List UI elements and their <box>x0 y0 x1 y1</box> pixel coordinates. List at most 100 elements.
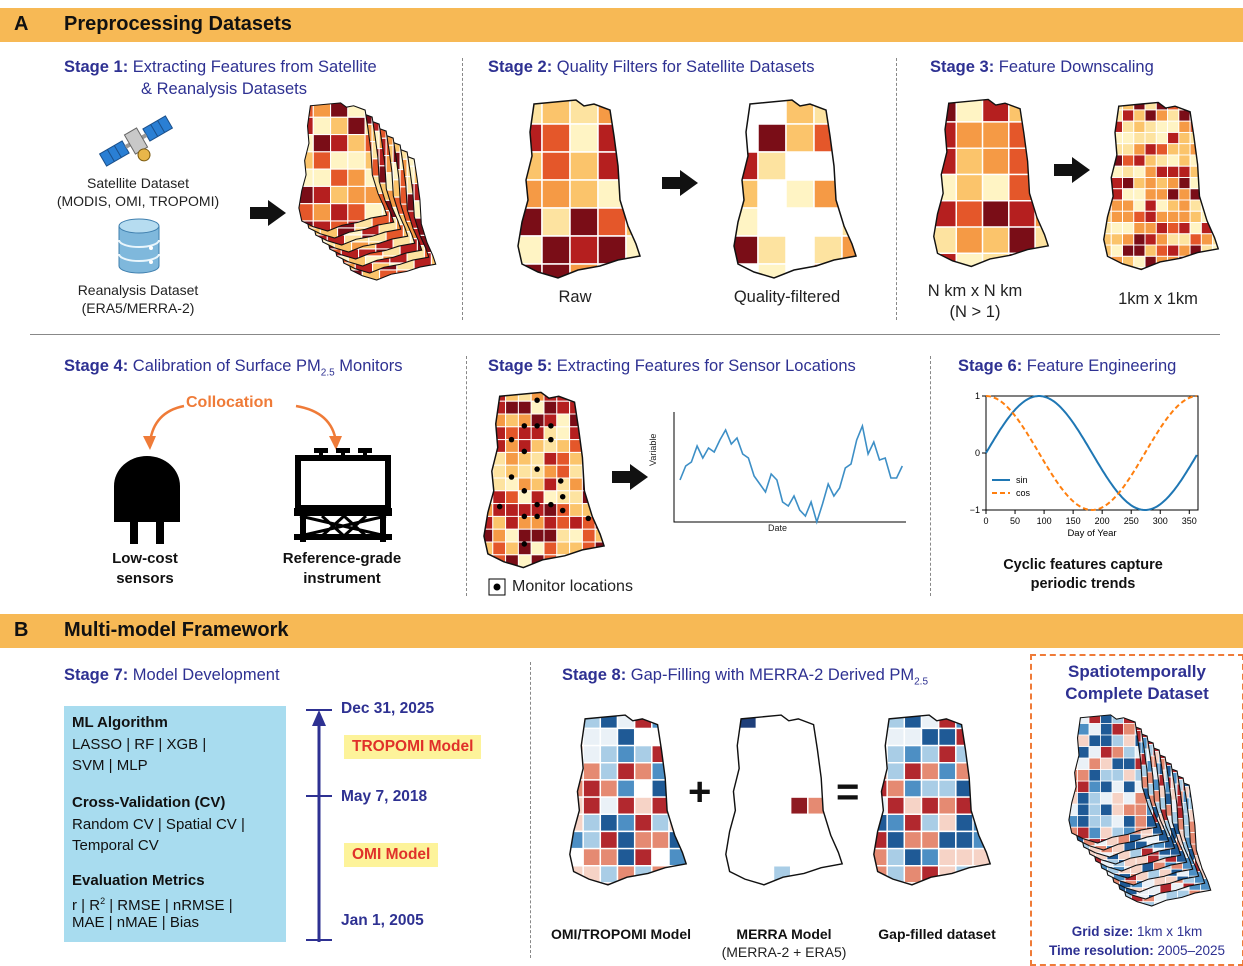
em-line1: r | R2 | RMSE | nRMSE | <box>72 896 233 914</box>
monitor-legend-label: Monitor locations <box>512 578 633 595</box>
complete-title-1: Spatiotemporally <box>1068 662 1206 681</box>
x-tick-label: 50 <box>1010 516 1020 526</box>
coarse-label-1: N km x N km <box>927 282 1023 300</box>
complete-dataset-panel: Spatiotemporally Complete Dataset Grid s… <box>1030 654 1243 966</box>
ml-line2: SVM | MLP <box>72 757 148 774</box>
date-bottom: Jan 1, 2005 <box>341 912 424 929</box>
monitor-legend-icon <box>488 578 506 596</box>
model-config-box: ML Algorithm LASSO | RF | XGB | SVM | ML… <box>64 706 286 942</box>
collocation-label: Collocation <box>186 394 274 411</box>
stage1-stacked-maps <box>298 102 437 281</box>
stage6-caption-2: periodic trends <box>1030 576 1136 592</box>
grid-size-line: Grid size: 1km x 1km <box>1071 924 1203 939</box>
stage5-arrow <box>612 464 648 490</box>
stage1-title-line2: & Reanalysis Datasets <box>141 80 307 98</box>
x-tick-label: 0 <box>983 516 988 526</box>
stage1-arrow <box>250 200 286 226</box>
stage7-title: Stage 7: Model Development <box>64 666 280 684</box>
x-axis-label: Day of Year <box>1067 528 1116 539</box>
merra-map <box>725 714 844 886</box>
ml-heading: ML Algorithm <box>72 714 168 731</box>
omi-tropomi-label: OMI/TROPOMI Model <box>551 926 691 942</box>
stage4-title: Stage 4: Calibration of Surface PM2.5 Mo… <box>64 357 403 379</box>
section-b-title: Multi-model Framework <box>64 619 289 641</box>
reanalysis-label-1: Reanalysis Dataset <box>77 282 199 298</box>
satellite-label-1: Satellite Dataset <box>87 175 189 191</box>
x-tick-label: 250 <box>1124 516 1139 526</box>
divider <box>930 356 931 596</box>
section-b-letter: B <box>14 619 29 641</box>
divider <box>530 662 531 958</box>
cv-line1: Random CV | Spatial CV | <box>72 816 245 833</box>
legend-label-cos: cos <box>1016 488 1031 498</box>
lowcost-label-2: sensors <box>116 570 174 587</box>
tropomi-model-badge: TROPOMI Model <box>344 735 482 759</box>
stage5-timeseries <box>673 412 906 525</box>
fine-label: 1km x 1km <box>1118 290 1198 308</box>
series-line-sin <box>985 395 1198 511</box>
series-line-cos <box>985 395 1197 512</box>
merra-label-1: MERRA Model <box>736 926 832 942</box>
cv-heading: Cross-Validation (CV) <box>72 794 226 811</box>
stage3-arrow <box>1054 157 1090 183</box>
y-tick-label: 0 <box>975 448 980 458</box>
complete-title-2: Complete Dataset <box>1065 684 1209 703</box>
stage6-caption-1: Cyclic features capture <box>1003 557 1163 573</box>
reference-label-1: Reference-grade <box>282 550 402 567</box>
plus-sign: + <box>688 770 712 814</box>
divider <box>462 58 463 320</box>
x-tick-label: 100 <box>1037 516 1052 526</box>
stage3-fine-map <box>1103 101 1220 271</box>
coarse-label-2: (N > 1) <box>949 303 1001 321</box>
complete-dataset-stack <box>1068 714 1212 907</box>
em-line2: MAE | nMAE | Bias <box>72 914 199 931</box>
stage2-filtered-map <box>733 99 857 279</box>
reference-instrument-icon <box>294 448 392 542</box>
collocation-arrows <box>143 404 342 450</box>
stage6-title: Stage 6: Feature Engineering <box>958 357 1177 375</box>
section-a-header: A Preprocessing Datasets <box>0 8 1243 42</box>
stage2-arrow <box>662 170 698 196</box>
section-divider <box>30 334 1220 335</box>
reanalysis-label-2: (ERA5/MERRA-2) <box>81 300 195 316</box>
x-tick-label: 200 <box>1095 516 1110 526</box>
stage3-coarse-map <box>933 98 1050 268</box>
time-resolution-line: Time resolution: 2005–2025 <box>1048 943 1226 958</box>
raw-label: Raw <box>558 288 592 306</box>
reference-label-2: instrument <box>303 570 381 587</box>
legend-label-sin: sin <box>1016 475 1028 485</box>
stage2-title: Stage 2: Quality Filters for Satellite D… <box>488 58 815 76</box>
ml-line1: LASSO | RF | XGB | <box>72 736 207 753</box>
lowcost-label-1: Low-cost <box>112 550 178 567</box>
date-mid: May 7, 2018 <box>341 788 428 805</box>
gap-filled-map <box>873 714 992 886</box>
equals-sign: = <box>836 770 860 814</box>
stage2-raw-map <box>517 99 641 279</box>
stage5-ylabel: Variable <box>648 433 658 466</box>
divider <box>466 356 467 596</box>
low-cost-sensor-icon <box>114 456 180 544</box>
section-a-title: Preprocessing Datasets <box>64 13 292 35</box>
gapfilled-label: Gap-filled dataset <box>878 926 996 942</box>
y-tick-label: 1 <box>975 391 980 401</box>
stage3-title: Stage 3: Feature Downscaling <box>930 58 1154 76</box>
satellite-icon <box>98 115 174 167</box>
cv-line2: Temporal CV <box>72 837 159 854</box>
quality-filtered-label: Quality-filtered <box>733 288 841 306</box>
satellite-label-2: (MODIS, OMI, TROPOMI) <box>56 193 220 209</box>
stage5-xlabel: Date <box>768 523 788 533</box>
omi-tropomi-map <box>569 714 688 886</box>
section-b-header: B Multi-model Framework <box>0 614 1243 648</box>
database-icon <box>118 218 160 274</box>
x-tick-label: 300 <box>1153 516 1168 526</box>
timeline-axis <box>306 709 332 942</box>
omi-model-badge: OMI Model <box>344 843 439 867</box>
section-a-letter: A <box>14 13 29 35</box>
x-tick-label: 150 <box>1066 516 1081 526</box>
stage1-title: Stage 1: Extracting Features from Satell… <box>64 58 377 76</box>
stage5-monitor-map <box>483 391 606 569</box>
merra-label-2: (MERRA-2 + ERA5) <box>721 944 847 960</box>
stage5-title: Stage 5: Extracting Features for Sensor … <box>488 357 856 375</box>
stage8-title: Stage 8: Gap-Filling with MERRA-2 Derive… <box>562 666 929 688</box>
